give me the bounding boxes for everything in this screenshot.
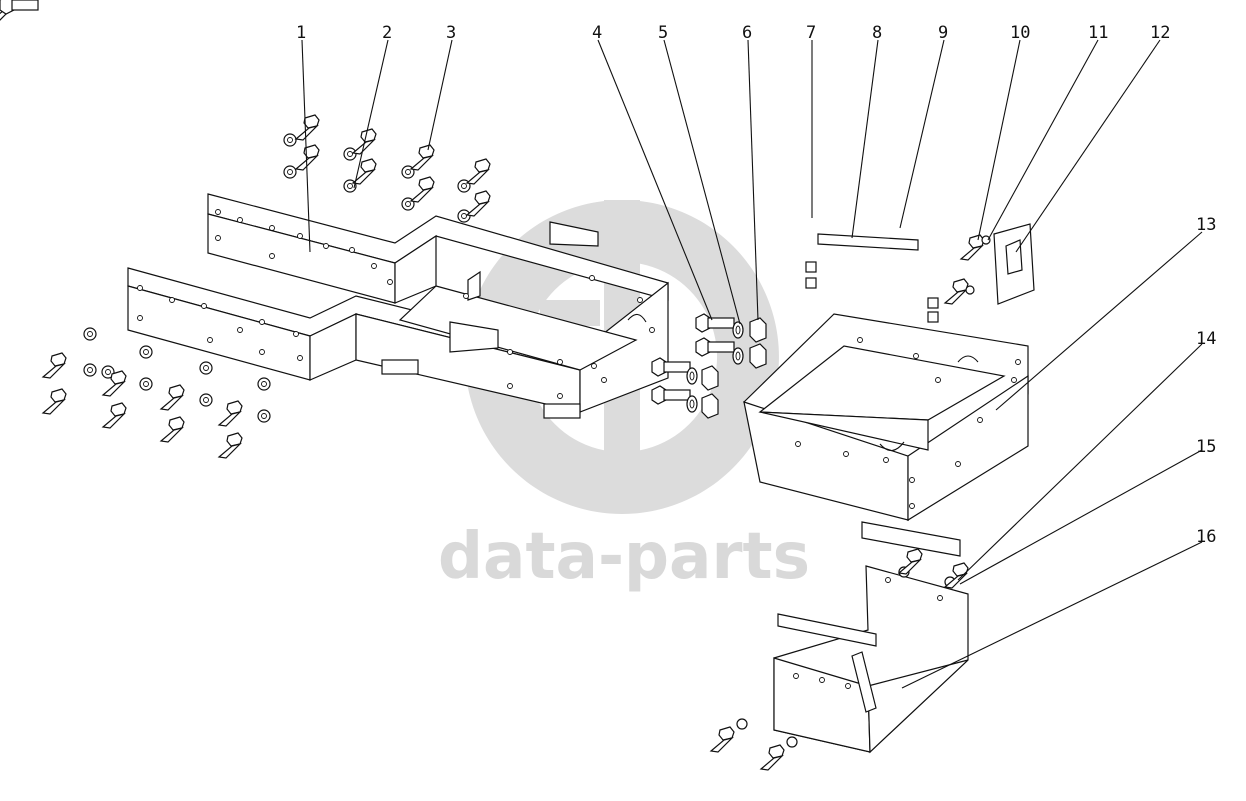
bolt-group-lower-left xyxy=(42,327,271,459)
u-bolt-assembly xyxy=(805,212,1035,323)
callout-3: 3 xyxy=(446,23,456,43)
leader-lines xyxy=(301,39,1203,689)
callout-1: 1 xyxy=(296,23,306,43)
callout-4: 4 xyxy=(592,23,602,43)
callout-6: 6 xyxy=(742,23,752,43)
callout-13: 13 xyxy=(1196,215,1216,235)
callout-14: 14 xyxy=(1196,329,1216,349)
bolt-nut-group-middle xyxy=(0,0,767,419)
callout-10: 10 xyxy=(1010,23,1030,43)
bolt-group-left xyxy=(0,0,491,223)
callout-15: 15 xyxy=(1196,437,1216,457)
callout-labels: 1 2 3 4 5 6 7 8 9 10 11 12 13 14 15 16 xyxy=(296,23,1216,547)
callout-2: 2 xyxy=(382,23,392,43)
callout-9: 9 xyxy=(938,23,948,43)
callout-11: 11 xyxy=(1088,23,1108,43)
callout-12: 12 xyxy=(1150,23,1170,43)
callout-8: 8 xyxy=(872,23,882,43)
front-frame xyxy=(743,313,1029,557)
callout-7: 7 xyxy=(806,23,816,43)
callout-5: 5 xyxy=(658,23,668,43)
watermark-text: data-parts xyxy=(438,520,810,594)
callout-16: 16 xyxy=(1196,527,1216,547)
main-frame xyxy=(127,193,669,419)
lower-tray xyxy=(710,548,969,771)
